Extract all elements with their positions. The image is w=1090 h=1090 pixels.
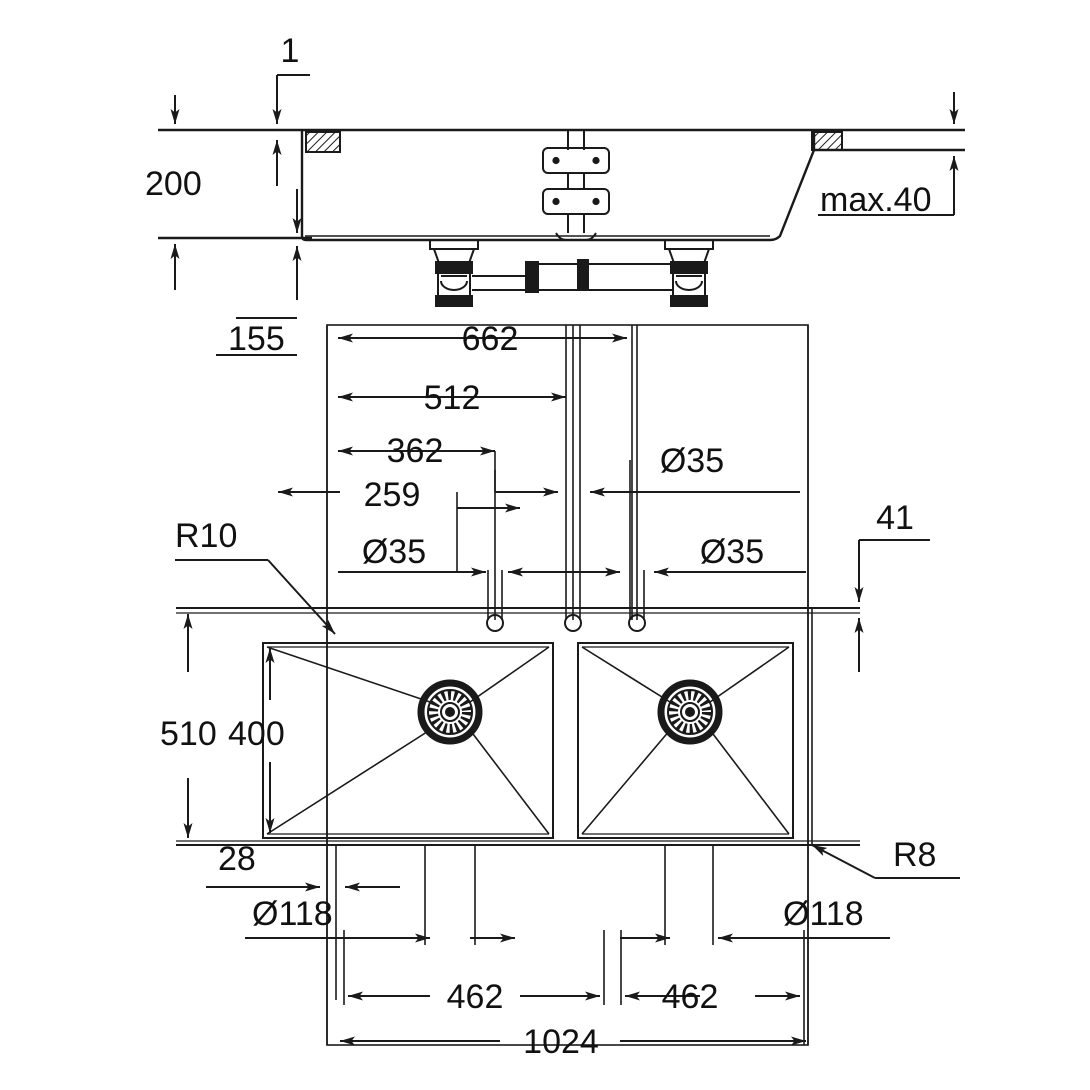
dim-label-462-right: 462 bbox=[662, 978, 719, 1016]
dim-label-r8: R8 bbox=[893, 836, 936, 874]
dim-label-662: 662 bbox=[462, 320, 519, 358]
dim-label-259: 259 bbox=[364, 476, 421, 514]
dim-label-dia118-left: Ø118 bbox=[252, 895, 333, 933]
dim-259 bbox=[278, 487, 520, 572]
dim-662 bbox=[338, 325, 633, 620]
dim-label-dia118-right: Ø118 bbox=[783, 895, 864, 933]
dim-label-dia35-b: Ø35 bbox=[660, 442, 724, 480]
leader-r10 bbox=[175, 559, 336, 635]
dim-label-1: 1 bbox=[281, 32, 300, 70]
dim-label-41: 41 bbox=[876, 499, 914, 537]
dim-dia118-left bbox=[245, 845, 515, 945]
waste-trap-right bbox=[588, 240, 714, 307]
dim-41 bbox=[854, 539, 930, 672]
section-view bbox=[158, 74, 965, 356]
dim-label-1024: 1024 bbox=[523, 1023, 599, 1061]
waste-trap-left bbox=[429, 240, 589, 307]
dim-label-400: 400 bbox=[228, 715, 285, 753]
dim-label-28: 28 bbox=[218, 840, 256, 878]
dim-label-dia35-c: Ø35 bbox=[700, 533, 764, 571]
dim-label-dia35-a: Ø35 bbox=[362, 533, 426, 571]
dim-label-462-left: 462 bbox=[447, 978, 504, 1016]
dim-28 bbox=[206, 845, 400, 1000]
dim-label-r10: R10 bbox=[175, 517, 237, 555]
dim-label-362: 362 bbox=[387, 432, 444, 470]
dim-label-510: 510 bbox=[160, 715, 217, 753]
dim-max40 bbox=[818, 92, 959, 216]
leader-r8 bbox=[811, 844, 960, 879]
sink-bowl-left bbox=[262, 642, 554, 839]
dim-1 bbox=[272, 74, 310, 186]
dim-155 bbox=[216, 189, 302, 356]
mounting-bracket bbox=[542, 130, 610, 241]
sink-bowl-right bbox=[577, 642, 794, 839]
dim-462-right bbox=[620, 930, 805, 1045]
dim-label-155: 155 bbox=[228, 320, 285, 358]
dim-label-200: 200 bbox=[145, 165, 202, 203]
plan-view bbox=[175, 324, 960, 1046]
dim-label-512: 512 bbox=[424, 379, 481, 417]
tap-holes bbox=[486, 614, 646, 632]
dim-362 bbox=[338, 446, 558, 497]
dim-label-max40: max.40 bbox=[820, 181, 932, 219]
dim-462-left bbox=[343, 930, 605, 1005]
